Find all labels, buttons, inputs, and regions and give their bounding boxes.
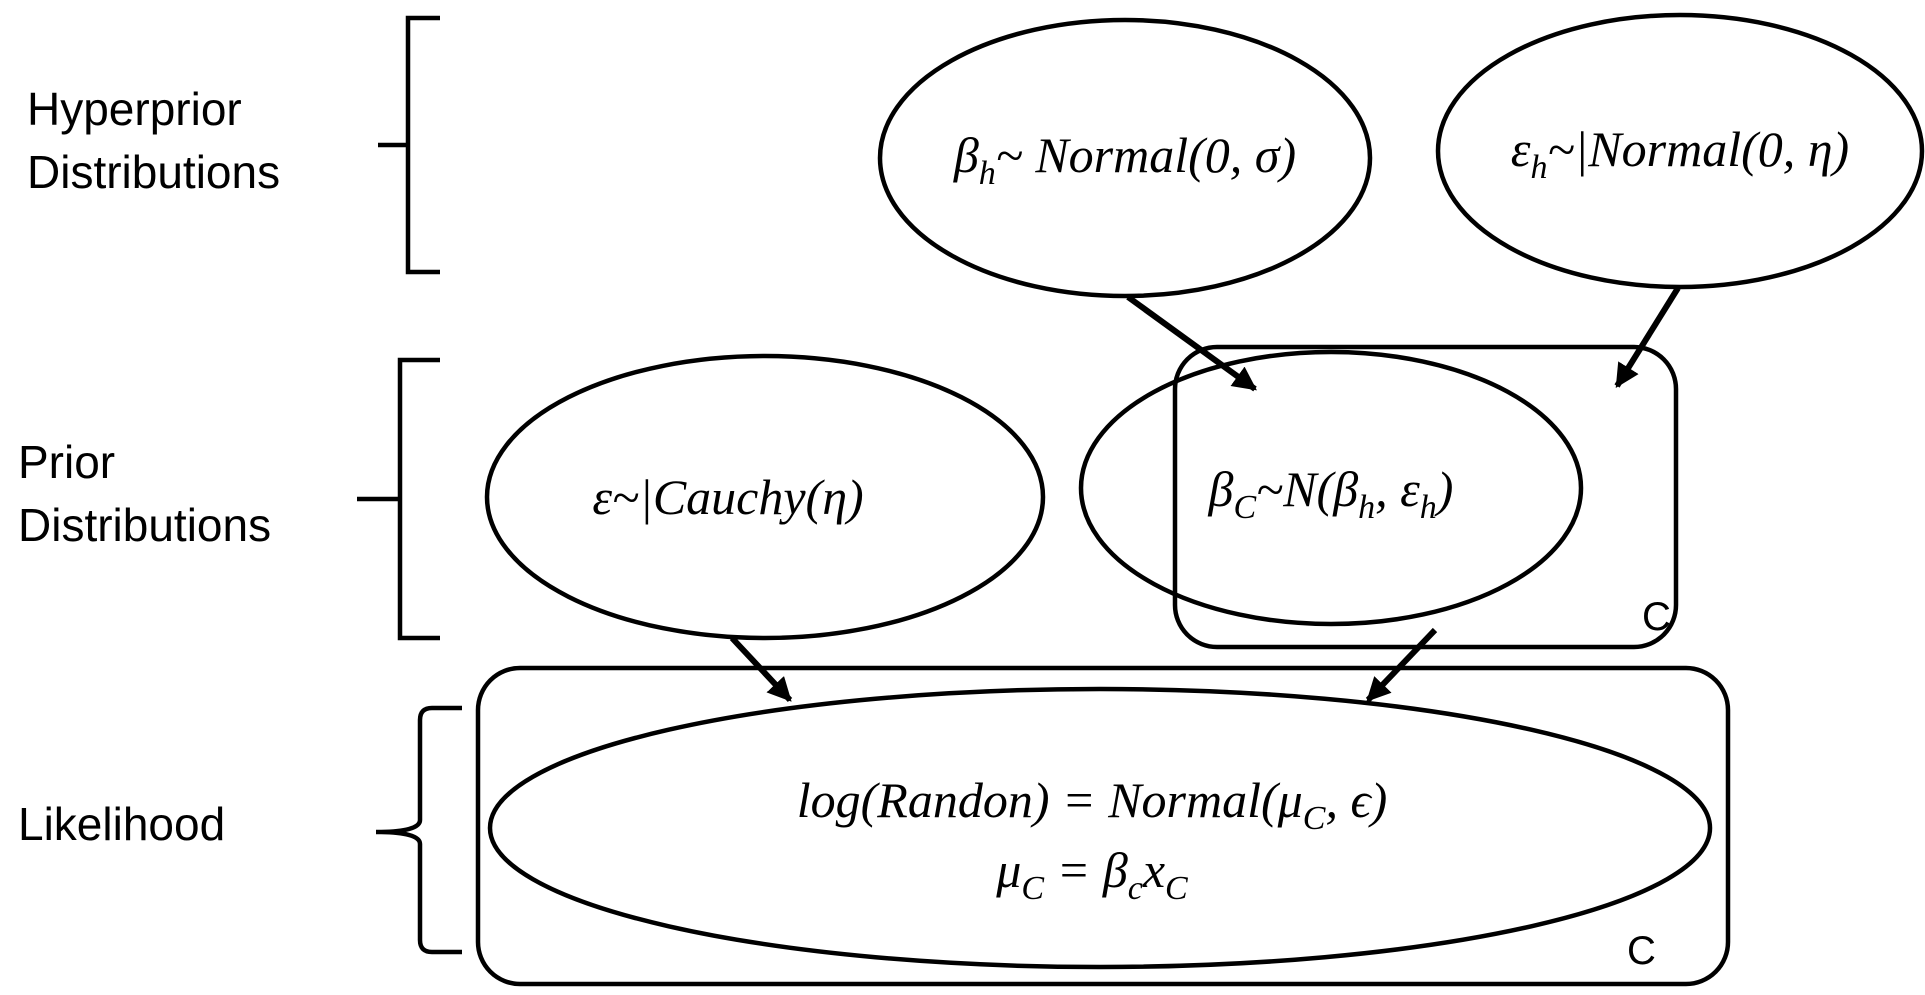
eps-h-node (1435, 12, 1925, 290)
edge-beta-c-to-likelihood (1365, 627, 1438, 703)
likelihood-plate-label: C (1627, 929, 1656, 973)
edge-beta-h-to-beta-c (1126, 294, 1257, 392)
edge-eps-h-to-beta-c (1614, 286, 1681, 389)
prior-bracket (357, 357, 440, 641)
likelihood-formula-line1: log(Randon) = Normal(μC, ϵ) (797, 772, 1388, 837)
likelihood-formula-line2: μC = βcxC (995, 842, 1188, 907)
beta-c-node (1078, 349, 1584, 627)
likelihood-plate (475, 665, 1731, 987)
eps-formula: ε~|Cauchy(η) (592, 469, 863, 525)
edge-eps-to-likelihood (729, 635, 793, 703)
prior-plate-label: C (1642, 595, 1671, 639)
level-label-prior-line2: Distributions (18, 499, 271, 551)
level-label-likelihood: Likelihood (18, 798, 225, 850)
beta-c-formula: βC~N(βh, εh) (1208, 461, 1454, 526)
likelihood-bracket (375, 705, 462, 955)
level-label-hyperprior-line2: Distributions (27, 146, 280, 198)
hyperprior-bracket (378, 15, 440, 275)
likelihood-node (487, 686, 1713, 970)
level-label-hyperprior-line1: Hyperprior (27, 83, 242, 135)
beta-h-formula: βh~ Normal(0, σ) (953, 127, 1296, 192)
beta-h-node (877, 17, 1373, 299)
prior-plate (1172, 344, 1679, 650)
eps-h-formula: εh~|Normal(0, η) (1511, 121, 1849, 186)
level-label-prior-line1: Prior (18, 436, 115, 488)
eps-node (484, 353, 1046, 641)
